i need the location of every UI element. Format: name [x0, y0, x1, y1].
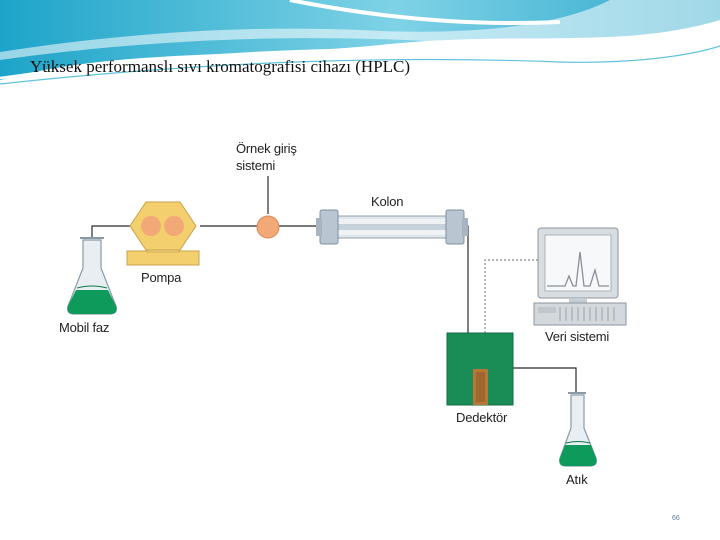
pump — [126, 201, 200, 266]
chromatogram-trace — [547, 251, 609, 287]
label-mobile-phase: Mobil faz — [59, 320, 110, 335]
detector — [446, 332, 514, 406]
sample-injector — [256, 215, 280, 239]
label-detector: Dedektör — [456, 410, 508, 425]
label-column: Kolon — [371, 194, 404, 209]
waste-flask — [559, 392, 597, 467]
header-swoosh-decoration — [0, 0, 720, 85]
label-sample-inlet-line2: sistemi — [236, 158, 276, 173]
label-waste: Atık — [566, 472, 588, 487]
label-sample-inlet-line1: Örnek giriş — [236, 141, 297, 156]
mobile-phase-flask — [67, 237, 117, 315]
data-system-computer — [533, 227, 627, 326]
slide-title: Yüksek performanslı sıvı kromatografisi … — [30, 57, 411, 76]
label-data-system: Veri sistemi — [545, 329, 610, 344]
column — [316, 209, 468, 245]
data-cable-dashed — [484, 259, 540, 333]
line-detector-to-waste — [512, 367, 577, 392]
line-mobile-to-pump — [91, 225, 133, 238]
label-pump: Pompa — [141, 270, 182, 285]
page-number: 66 — [672, 515, 680, 522]
